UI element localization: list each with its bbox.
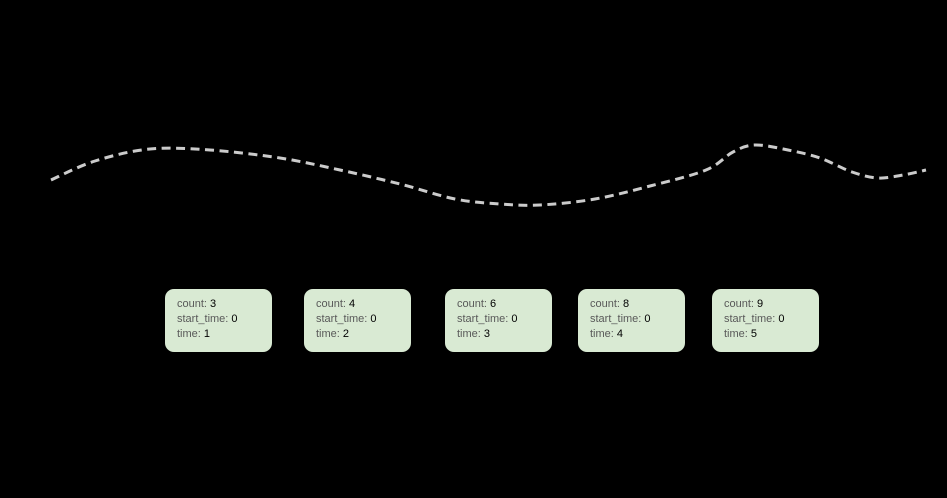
- count-label: count:: [590, 298, 620, 310]
- time-label: time:: [177, 328, 201, 340]
- count-value: 3: [210, 298, 217, 310]
- time-value: 3: [483, 328, 491, 340]
- count-value: 6: [490, 298, 497, 310]
- state-card-3: count: 6 start_time: 0 time: 3: [445, 289, 552, 352]
- start-time-line: start_time: 0: [457, 312, 546, 327]
- time-label: time:: [590, 328, 614, 340]
- state-card-5: count: 9 start_time: 0 time: 5: [712, 289, 819, 352]
- time-line: time: 1: [177, 327, 266, 342]
- time-line: time: 3: [457, 327, 546, 342]
- state-card-2: count: 4 start_time: 0 time: 2: [304, 289, 411, 352]
- time-value: 5: [750, 328, 758, 340]
- count-label: count:: [316, 298, 346, 310]
- start-time-value: 0: [644, 313, 651, 325]
- start-time-label: start_time:: [316, 313, 368, 325]
- count-value: 8: [623, 298, 630, 310]
- count-value: 4: [349, 298, 356, 310]
- start-time-value: 0: [370, 313, 377, 325]
- count-line: count: 8: [590, 297, 679, 312]
- count-line: count: 9: [724, 297, 813, 312]
- count-label: count:: [457, 298, 487, 310]
- start-time-label: start_time:: [724, 313, 776, 325]
- state-card-1: count: 3 start_time: 0 time: 1: [165, 289, 272, 352]
- start-time-value: 0: [511, 313, 518, 325]
- start-time-label: start_time:: [177, 313, 229, 325]
- start-time-label: start_time:: [457, 313, 509, 325]
- time-value: 2: [342, 328, 350, 340]
- time-label: time:: [316, 328, 340, 340]
- stream-curve-path: [50, 143, 927, 207]
- time-line: time: 5: [724, 327, 813, 342]
- time-value: 4: [616, 328, 624, 340]
- time-value: 1: [203, 328, 211, 340]
- time-line: time: 4: [590, 327, 679, 342]
- start-time-line: start_time: 0: [316, 312, 405, 327]
- count-label: count:: [177, 298, 207, 310]
- time-label: time:: [724, 328, 748, 340]
- count-line: count: 3: [177, 297, 266, 312]
- state-card-4: count: 8 start_time: 0 time: 4: [578, 289, 685, 352]
- start-time-line: start_time: 0: [590, 312, 679, 327]
- start-time-value: 0: [778, 313, 785, 325]
- count-label: count:: [724, 298, 754, 310]
- start-time-line: start_time: 0: [724, 312, 813, 327]
- start-time-value: 0: [231, 313, 238, 325]
- start-time-line: start_time: 0: [177, 312, 266, 327]
- count-line: count: 4: [316, 297, 405, 312]
- time-line: time: 2: [316, 327, 405, 342]
- count-value: 9: [757, 298, 764, 310]
- time-label: time:: [457, 328, 481, 340]
- count-line: count: 6: [457, 297, 546, 312]
- start-time-label: start_time:: [590, 313, 642, 325]
